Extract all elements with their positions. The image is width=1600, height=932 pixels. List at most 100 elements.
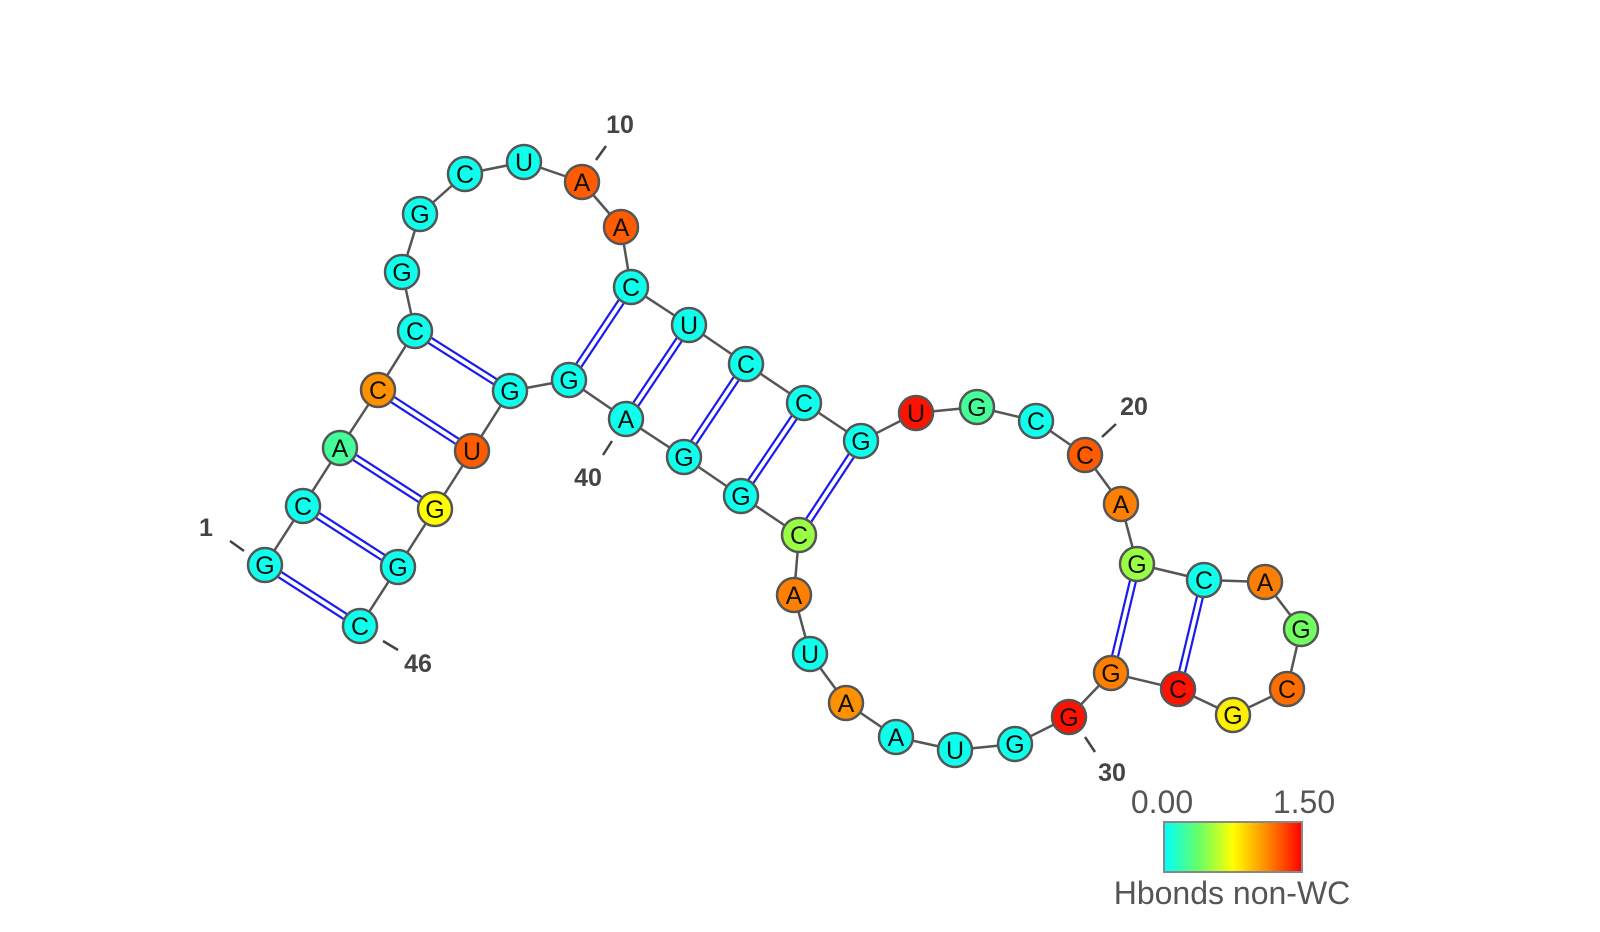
base-pairs: [277, 298, 1205, 674]
nucleotide-circle: [842, 422, 880, 460]
nucleotide-circle: [1118, 545, 1156, 583]
base-pair-line: [580, 302, 625, 369]
base-pair: [427, 336, 498, 386]
nucleotide-circle: [612, 268, 650, 306]
nucleotide-circle: [1268, 670, 1306, 708]
index-ticks: [229, 145, 1117, 753]
base-pair: [1110, 579, 1138, 658]
base-pair-line: [747, 414, 793, 481]
index-tick: [382, 639, 399, 652]
nucleotide-circle: [1185, 561, 1223, 599]
nucleotide: G: [416, 490, 454, 528]
nucleotide: G: [842, 422, 880, 460]
nucleotide-circle: [665, 438, 703, 476]
nucleotide: G: [665, 438, 703, 476]
nucleotide: C: [1185, 561, 1223, 599]
nucleotide: C: [785, 384, 823, 422]
nucleotide-circle: [1282, 610, 1320, 648]
nucleotide-letter: G: [255, 552, 274, 580]
nucleotide-circle: [396, 312, 434, 350]
nucleotide-circle: [359, 371, 397, 409]
nucleotide-letter: G: [392, 259, 411, 287]
base-pair-line: [804, 452, 851, 520]
nucleotide-letter: G: [1059, 704, 1078, 732]
nucleotide: U: [791, 635, 829, 673]
nucleotide-letter: G: [967, 394, 986, 422]
nucleotide-letter: A: [574, 169, 591, 197]
nucleotide-circle: [775, 576, 813, 614]
base-pair-line: [352, 458, 420, 504]
base-pair-line: [1116, 580, 1138, 658]
nucleotide-circle: [1050, 698, 1088, 736]
nucleotide: A: [827, 684, 865, 722]
nucleotide: G: [1214, 696, 1252, 734]
nucleotide-letter: U: [801, 641, 819, 669]
nucleotide: G: [379, 548, 417, 586]
nucleotide-circle: [897, 394, 935, 432]
nucleotide-letter: G: [1005, 731, 1024, 759]
nucleotide-letter: C: [351, 613, 369, 641]
nucleotide: C: [446, 155, 484, 193]
nucleotide-letter: G: [1127, 551, 1146, 579]
index-tick: [594, 145, 608, 161]
nucleotide-circle: [1102, 485, 1140, 523]
nucleotide: G: [491, 372, 529, 410]
nucleotide-letter: G: [410, 201, 429, 229]
nucleotide-circle: [401, 195, 439, 233]
nucleotide-circle: [670, 306, 708, 344]
nucleotide-circle: [563, 163, 601, 201]
nucleotide-letter: G: [674, 444, 693, 472]
index-label: 30: [1098, 759, 1126, 787]
nucleotide: A: [321, 429, 359, 467]
nucleotide-circle: [505, 143, 543, 181]
base-pair-line: [318, 511, 386, 557]
index-tick: [1083, 736, 1097, 753]
nucleotide-letter: C: [790, 522, 808, 550]
nucleotide-letter: A: [613, 214, 630, 242]
nucleotide: G: [1118, 545, 1156, 583]
base-pair-line: [632, 336, 678, 404]
base-pair: [1177, 595, 1205, 674]
base-pair: [804, 452, 856, 524]
nucleotide: A: [1102, 485, 1140, 523]
base-pair-line: [355, 453, 423, 499]
base-pair-line: [430, 336, 498, 381]
nucleotide-letter: G: [425, 496, 444, 524]
nucleotide: C: [1017, 402, 1055, 440]
base-pair-line: [280, 570, 348, 616]
nucleotide-circle: [722, 477, 760, 515]
nucleotide-letter: G: [1223, 702, 1242, 730]
nucleotide-letter: U: [680, 312, 698, 340]
nucleotide: U: [505, 143, 543, 181]
nucleotide-letter: U: [463, 438, 481, 466]
nucleotide-circle: [958, 388, 996, 426]
nucleotide-circle: [936, 731, 974, 769]
nucleotide-letter: G: [1101, 660, 1120, 688]
nucleotide-letter: U: [946, 737, 964, 765]
nucleotide-letter: A: [838, 690, 855, 718]
nucleotide: A: [607, 400, 645, 438]
base-pair: [315, 511, 386, 562]
base-pair-line: [690, 375, 735, 442]
base-pair-line: [393, 395, 460, 441]
nucleotide-letter: C: [1169, 676, 1187, 704]
nucleotide-letter: A: [618, 406, 635, 434]
nucleotide: A: [775, 576, 813, 614]
base-pair-line: [809, 456, 856, 524]
nucleotide: A: [602, 208, 640, 246]
nucleotide-letter: A: [786, 582, 803, 610]
base-pair-line: [1110, 579, 1132, 657]
nucleotide-circle: [246, 546, 284, 584]
base-pair-line: [315, 516, 383, 562]
nucleotide-circle: [1092, 654, 1130, 692]
nucleotide-letter: A: [888, 724, 905, 752]
nucleotide: C: [727, 345, 765, 383]
nucleotide: G: [246, 546, 284, 584]
nucleotide-circle: [996, 725, 1034, 763]
base-pair-line: [637, 340, 683, 408]
nucleotide-letter: G: [559, 367, 578, 395]
nucleotide: U: [897, 394, 935, 432]
